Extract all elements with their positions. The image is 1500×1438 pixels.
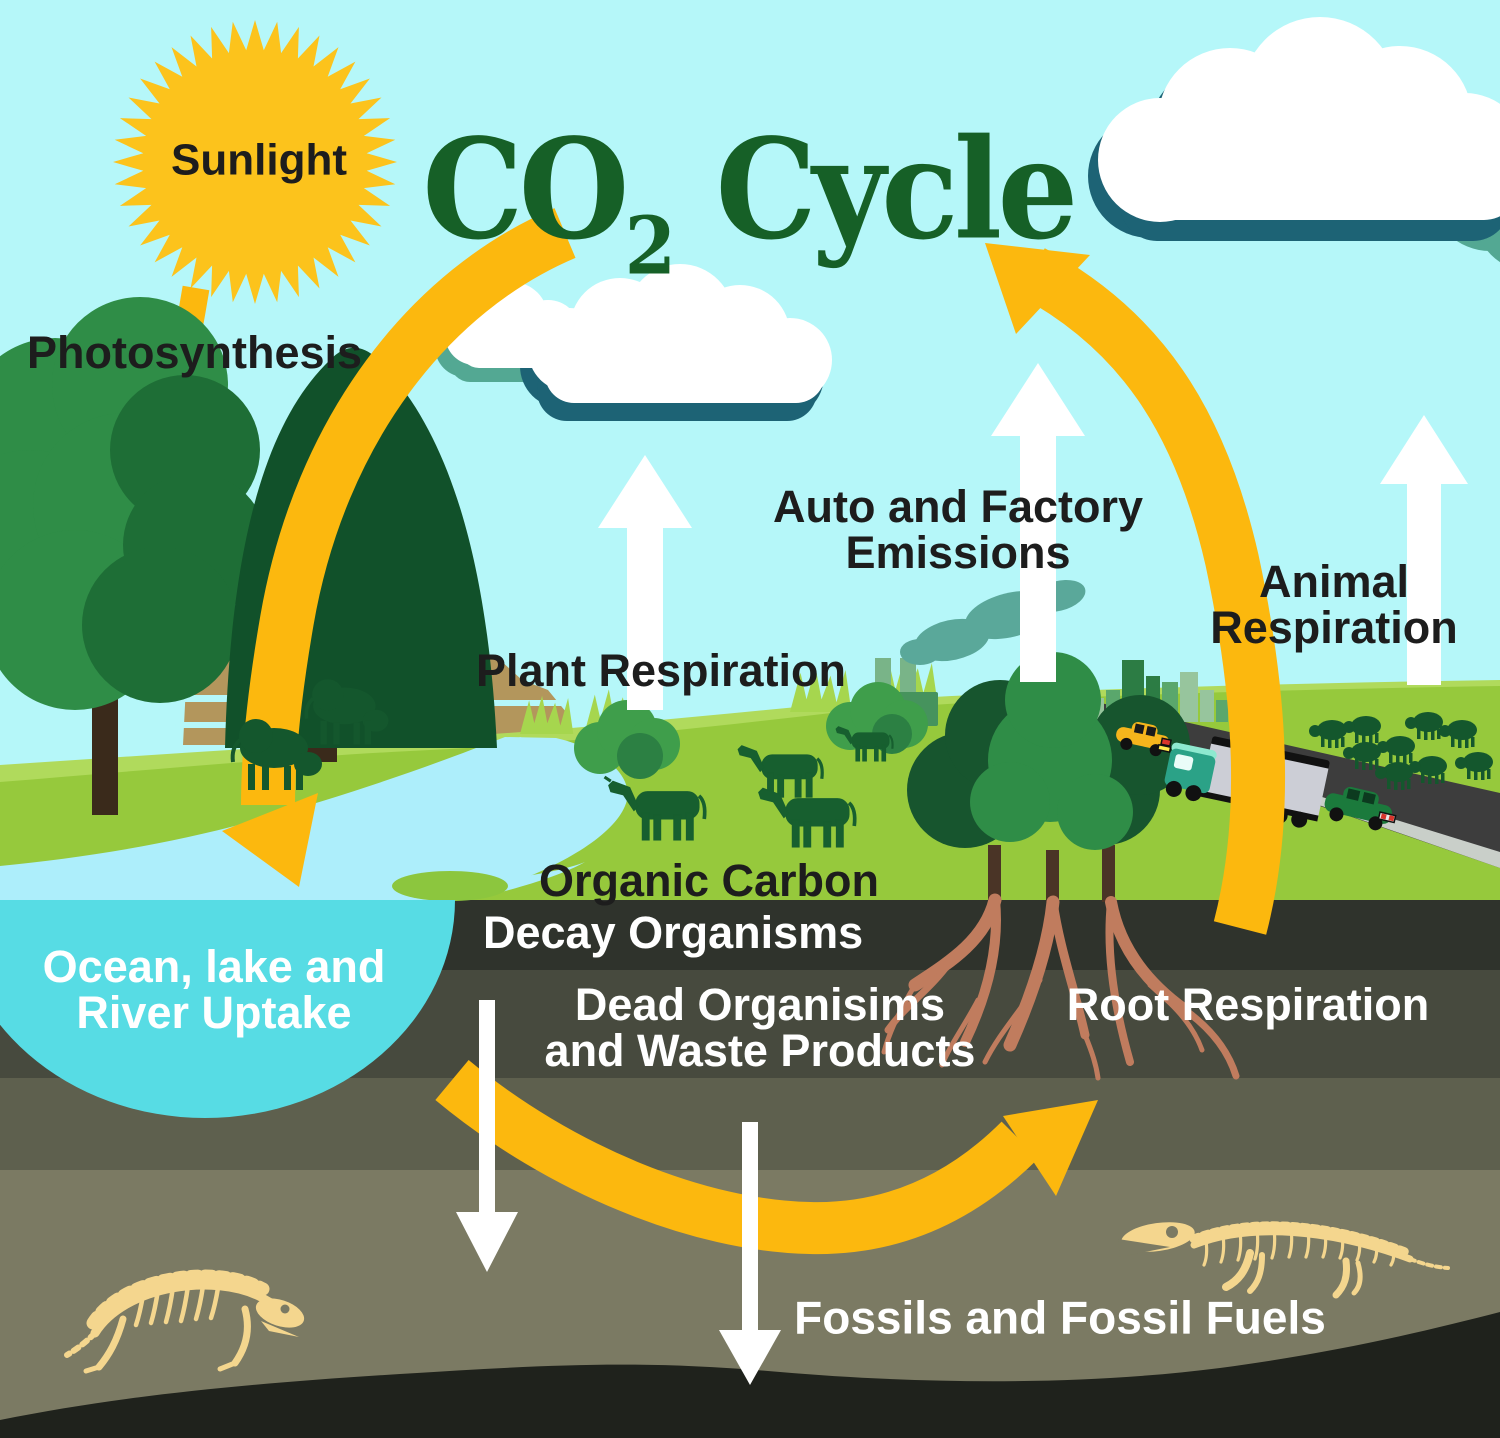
dead-organisms-line2: and Waste Products (544, 1025, 976, 1076)
bushes (574, 682, 928, 779)
cows (603, 726, 894, 848)
river-grass-island (392, 871, 508, 901)
animal-respiration-line1: Animal (1258, 556, 1410, 608)
auto-factory-line2: Emissions (845, 527, 1071, 578)
ocean-uptake-line2: River Uptake (76, 987, 352, 1038)
marine-ribs (1202, 1226, 1396, 1267)
dinosaur-fossil-icon (64, 1269, 305, 1374)
decay-organisms-label: Decay Organisms (483, 907, 864, 958)
yellow-car-icon (1116, 721, 1172, 757)
co2-uptake-arc (222, 208, 576, 887)
sun-icon (113, 20, 397, 304)
dead-organisms-line1: Dead Organisims (574, 979, 946, 1031)
title-subscript: 2 (624, 198, 676, 293)
underground-carbon-arc (435, 1060, 1098, 1255)
ocean-uptake-label: Ocean, lake and River Uptake (43, 944, 386, 1036)
river (0, 737, 628, 901)
ocean-uptake-shape (0, 900, 455, 1118)
organic-carbon-label: Organic Carbon (538, 855, 880, 907)
sheep-flock (1309, 712, 1493, 790)
ocean-sink-arrow (456, 1000, 518, 1272)
tree-roots-icon (881, 893, 1240, 1081)
fossils-label: Fossils and Fossil Fuels (794, 1291, 1326, 1344)
animal-respiration-label: Animal Respiration (1210, 559, 1458, 651)
green-car-icon (1324, 786, 1397, 831)
plant-respiration-arrow (598, 455, 692, 710)
bison-icon (230, 679, 389, 790)
co2-emission-arc (985, 243, 1286, 935)
auto-factory-line1: Auto and Factory (772, 481, 1144, 533)
cloud-top-right-icon (1088, 17, 1500, 263)
animal-respiration-line2: Respiration (1210, 602, 1458, 653)
photosynthesis-label: Photosynthesis (27, 327, 363, 378)
animal-respiration-arrow (1380, 415, 1468, 685)
right-trees (907, 652, 1190, 902)
page-title: CO2 Cycle (422, 107, 1078, 293)
dead-organisms-label: Dead Organisims and Waste Products (545, 982, 976, 1074)
sunlight-label: Sunlight (171, 135, 347, 185)
burial-sink-arrow (719, 1122, 781, 1385)
auto-factory-emissions-label: Auto and Factory Emissions (773, 484, 1143, 576)
plant-respiration-label: Plant Respiration (475, 645, 847, 697)
auto-factory-emissions-arrow (991, 363, 1085, 682)
dino-ribs (133, 1283, 221, 1328)
ocean-uptake-line1: Ocean, lake and (42, 941, 386, 993)
root-respiration-label: Root Respiration (1066, 979, 1430, 1031)
marine-fossil-icon (1118, 1221, 1450, 1299)
